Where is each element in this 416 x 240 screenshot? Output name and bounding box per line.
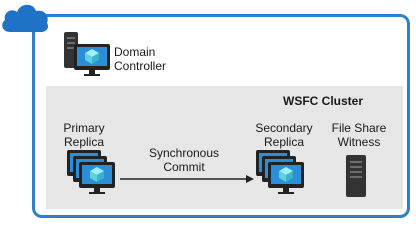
secondary-replica-label: Secondary Replica	[255, 121, 313, 149]
domain-controller-label: Domain Controller	[114, 45, 167, 73]
primary-replica-label: Primary Replica	[63, 121, 105, 149]
wsfc-cluster-area	[46, 86, 403, 209]
diagram-canvas: Domain Controller WSFC Cluster Primary R…	[2, 4, 410, 218]
witness-label: File Share Witness	[331, 121, 387, 149]
sync-commit-label: Synchronous Commit	[148, 146, 220, 174]
domain-controller-icon	[64, 32, 110, 76]
primary-replica-icon	[67, 150, 115, 194]
arrow-icon	[120, 175, 254, 183]
secondary-replica-icon	[256, 150, 304, 194]
file-share-server-icon	[346, 155, 366, 197]
cloud-icon	[2, 4, 49, 32]
cluster-label: WSFC Cluster	[283, 94, 364, 108]
